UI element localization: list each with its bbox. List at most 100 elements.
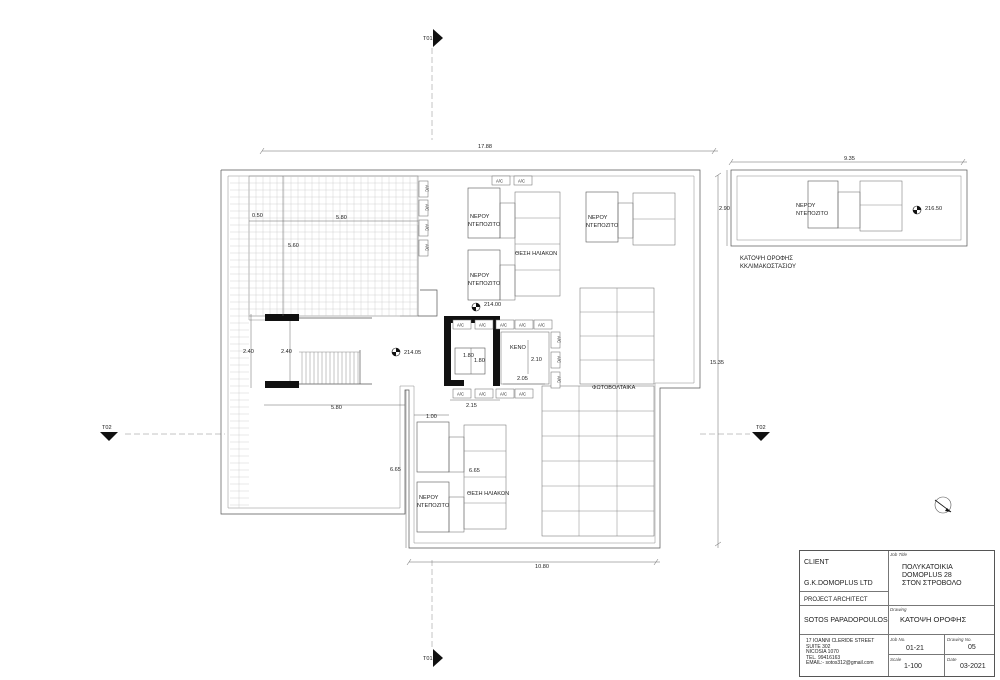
svg-text:6.65: 6.65: [390, 467, 401, 473]
job-no: 01-21: [906, 645, 924, 652]
svg-text:T02: T02: [102, 425, 112, 431]
drawing-label: Drawing: [890, 607, 907, 612]
job-title: ΠΟΛΥΚΑΤΟΙΚΙΑ DOMOPLUS 28 ΣΤΟΝ ΣΤΡΟΒΟΛΟ: [902, 564, 962, 587]
date: 03-2021: [960, 663, 986, 670]
svg-text:ΚΕΝΟ: ΚΕΝΟ: [510, 345, 527, 351]
drawing-no: 05: [968, 644, 976, 651]
north-arrow-icon: [934, 496, 952, 514]
svg-text:ΝΤΕΠΟΖΙΤΟ: ΝΤΕΠΟΖΙΤΟ: [468, 281, 501, 287]
architect-label: PROJECT ARCHITECT: [804, 597, 868, 603]
level-marker-stair: 214.05: [391, 347, 421, 357]
ac-label: A/C: [538, 322, 545, 327]
ac-unit: A/C: [452, 388, 472, 399]
svg-text:1.00: 1.00: [426, 414, 437, 420]
svg-text:17.88: 17.88: [478, 144, 492, 150]
ac-units: A/C A/C A/C A/C A/C A/C A/C A/C A/C A/C A/C A/C A/C A…: [418, 175, 561, 399]
ac-unit: A/C: [418, 219, 429, 237]
ac-label: A/C: [479, 322, 486, 327]
svg-text:2.15: 2.15: [466, 403, 477, 409]
ac-unit: A/C: [533, 319, 553, 330]
scale: 1-100: [904, 663, 922, 670]
svg-text:ΝΕΡΟΥ: ΝΕΡΟΥ: [419, 495, 439, 501]
ac-unit: A/C: [495, 388, 515, 399]
ac-label: A/C: [424, 185, 429, 192]
svg-text:ΝΕΡΟΥ: ΝΕΡΟΥ: [470, 273, 490, 279]
stair: [265, 314, 372, 388]
level-marker-roof: 216.50: [912, 205, 942, 215]
scale-label: Scale: [890, 657, 902, 662]
svg-text:2.40: 2.40: [281, 349, 292, 355]
drawing-no-label: Drawing No.: [947, 637, 972, 642]
svg-text:ΘΕΣΗ ΗΛΙΑΚΩΝ: ΘΕΣΗ ΗΛΙΑΚΩΝ: [515, 251, 557, 257]
svg-text:ΦΩΤΟΒΟΛΤΑΙΚΑ: ΦΩΤΟΒΟΛΤΑΙΚΑ: [592, 385, 636, 391]
water-tanks-south: [416, 421, 507, 533]
svg-text:214.00: 214.00: [484, 302, 501, 308]
ac-unit: A/C: [452, 319, 472, 330]
section-marker-t01-top: T01: [423, 29, 443, 140]
svg-text:6.65: 6.65: [469, 468, 480, 474]
svg-text:T02: T02: [756, 425, 766, 431]
svg-text:ΚΚΛΙΜΑΚΟΣΤΑΣΙΟΥ: ΚΚΛΙΜΑΚΟΣΤΑΣΙΟΥ: [740, 264, 796, 270]
ac-unit: A/C: [514, 319, 534, 330]
ac-label: A/C: [424, 224, 429, 231]
svg-text:T01: T01: [423, 36, 433, 42]
job-title-label: Job Title: [890, 552, 907, 557]
client-label: CLIENT: [804, 559, 829, 566]
svg-text:ΝΤΕΠΟΖΙΤΟ: ΝΤΕΠΟΖΙΤΟ: [796, 211, 829, 217]
ac-unit: A/C: [474, 319, 494, 330]
svg-text:5.80: 5.80: [331, 405, 342, 411]
ac-label: A/C: [556, 356, 561, 363]
ac-label: A/C: [496, 178, 503, 183]
section-marker-t02-left: T02: [100, 425, 225, 441]
svg-text:15.35: 15.35: [710, 360, 724, 366]
ac-unit: A/C: [418, 199, 429, 217]
date-label: Date: [947, 657, 957, 662]
ac-label: A/C: [556, 336, 561, 343]
ac-label: A/C: [500, 322, 507, 327]
svg-text:2.90: 2.90: [719, 206, 730, 212]
svg-text:ΝΤΕΠΟΖΙΤΟ: ΝΤΕΠΟΖΙΤΟ: [586, 223, 619, 229]
dimension-lines: 17.88 9.35 2.90 5.80 0.50 5.60 2.40 2.40…: [243, 144, 967, 570]
ac-label: A/C: [457, 391, 464, 396]
plan-labels: ΝΕΡΟΥ ΝΤΕΠΟΖΙΤΟ ΝΕΡΟΥ ΝΤΕΠΟΖΙΤΟ ΘΕΣΗ ΗΛΙ…: [417, 214, 636, 509]
ac-label: A/C: [479, 391, 486, 396]
svg-text:216.50: 216.50: [925, 206, 942, 212]
svg-text:0.50: 0.50: [252, 213, 263, 219]
ac-label: A/C: [519, 391, 526, 396]
level-marker-main: 214.00: [471, 302, 501, 312]
ac-label: A/C: [556, 376, 561, 383]
ac-label: A/C: [424, 204, 429, 211]
svg-text:ΝΕΡΟΥ: ΝΕΡΟΥ: [588, 215, 608, 221]
svg-text:2.05: 2.05: [517, 376, 528, 382]
client-name: G.K.DOMOPLUS LTD: [804, 580, 873, 587]
stair-room-roof: ΝΕΡΟΥ ΝΤΕΠΟΖΙΤΟ ΚΑΤΟΨΗ ΟΡΟΦΗΣ ΚΚΛΙΜΑΚΟΣΤ…: [730, 169, 968, 270]
ac-unit: A/C: [513, 175, 533, 186]
ac-label: A/C: [500, 391, 507, 396]
svg-text:9.35: 9.35: [844, 156, 855, 162]
architect-name: SOTOS PAPADOPOULOS: [804, 617, 888, 624]
ac-label: A/C: [518, 178, 525, 183]
photovoltaic-panels: [541, 287, 655, 537]
svg-text:ΝΕΡΟΥ: ΝΕΡΟΥ: [470, 214, 490, 220]
svg-text:2.10: 2.10: [531, 357, 542, 363]
building-outline: [220, 169, 701, 549]
svg-text:ΝΤΕΠΟΖΙΤΟ: ΝΤΕΠΟΖΙΤΟ: [417, 503, 450, 509]
svg-text:2.40: 2.40: [243, 349, 254, 355]
ac-unit: A/C: [418, 180, 429, 198]
ac-unit: A/C: [495, 319, 515, 330]
drawing-title: ΚΑΤΟΨΗ ΟΡΟΦΗΣ: [900, 615, 967, 624]
ac-label: A/C: [457, 322, 464, 327]
ac-unit: A/C: [418, 239, 429, 257]
ac-unit: A/C: [491, 175, 511, 186]
svg-text:5.60: 5.60: [288, 243, 299, 249]
ac-label: A/C: [424, 244, 429, 251]
svg-text:1.80: 1.80: [474, 358, 485, 364]
svg-text:214.05: 214.05: [404, 350, 421, 356]
section-marker-t01-bottom: T01: [423, 560, 443, 667]
section-marker-t02-right: T02: [700, 425, 770, 441]
job-no-label: Job No.: [890, 637, 906, 642]
svg-text:ΝΤΕΠΟΖΙΤΟ: ΝΤΕΠΟΖΙΤΟ: [468, 222, 501, 228]
ac-unit: A/C: [514, 388, 534, 399]
svg-text:ΘΕΣΗ ΗΛΙΑΚΩΝ: ΘΕΣΗ ΗΛΙΑΚΩΝ: [467, 491, 509, 497]
svg-text:1.80: 1.80: [463, 353, 474, 359]
